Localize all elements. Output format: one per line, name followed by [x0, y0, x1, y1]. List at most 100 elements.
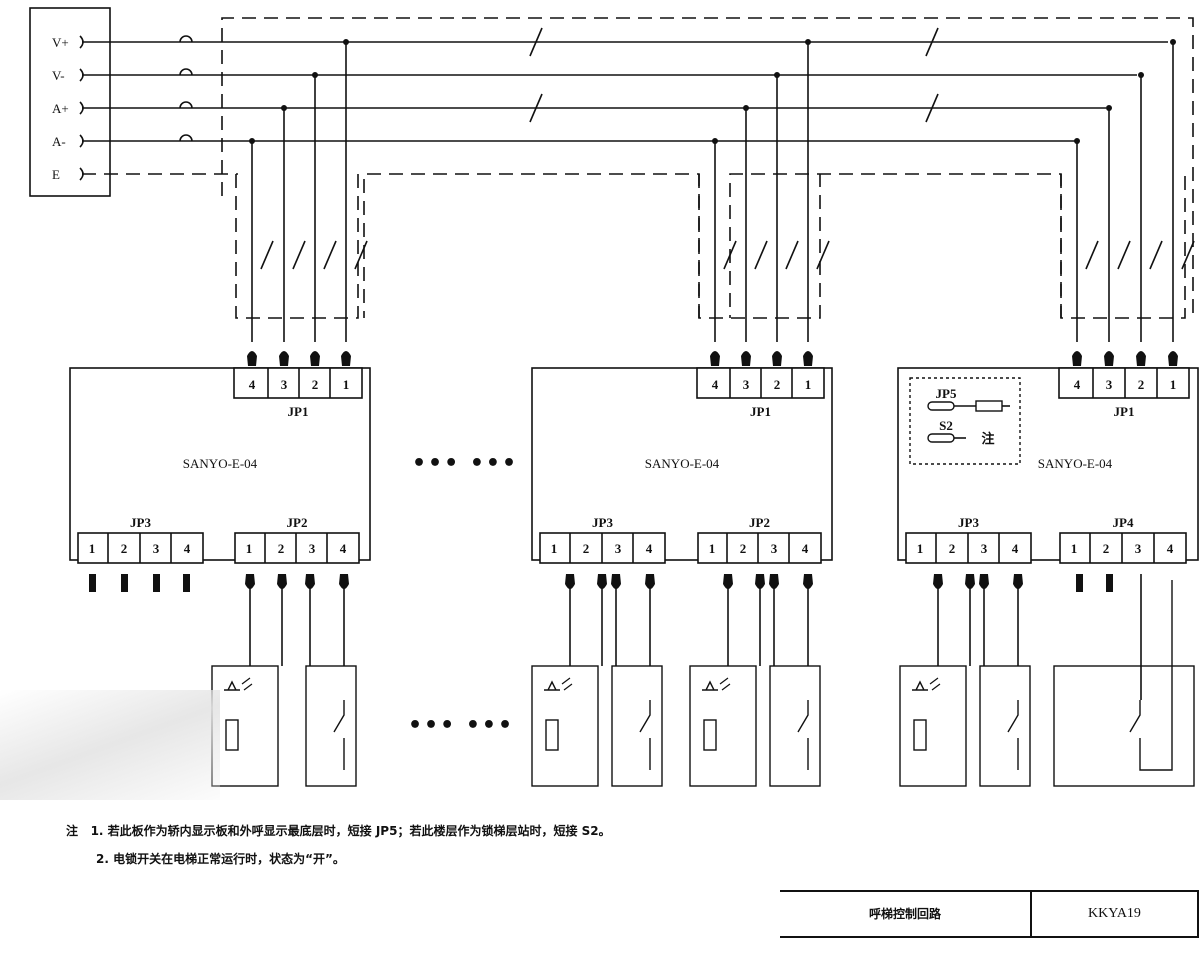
jp1-label: JP1 — [1114, 404, 1135, 419]
terminal-box — [29, 7, 111, 197]
left-pin-3: 3 — [981, 541, 988, 556]
plug-icon — [769, 574, 779, 589]
right-connector-label: JP2 — [749, 515, 770, 530]
terminal-label-1: V- — [52, 68, 65, 83]
junction-dot — [805, 39, 811, 45]
plug-icon — [979, 574, 989, 589]
right-pin-4: 4 — [340, 541, 347, 556]
cable-break-mark — [323, 240, 337, 270]
crossover-hop — [179, 134, 193, 142]
inset-frame — [909, 377, 1021, 465]
jp1-pin-1: 1 — [805, 377, 812, 392]
right-connector-label: JP2 — [287, 515, 308, 530]
plug-icon — [597, 574, 607, 589]
junction-dot — [312, 72, 318, 78]
led-icon — [544, 680, 560, 691]
plug-icon — [565, 574, 575, 589]
shield-box — [235, 174, 359, 319]
right-pin-1: 1 — [1071, 541, 1078, 556]
io-circuit-2 — [531, 574, 663, 787]
resistor-icon — [225, 719, 239, 751]
resistor-icon — [545, 719, 559, 751]
inset-note-mark: 注 — [981, 431, 994, 446]
bus-lines — [82, 17, 1194, 318]
left-connector-label: JP3 — [958, 515, 979, 530]
plug-icon — [339, 574, 349, 589]
jp1-pin-4: 4 — [712, 377, 719, 392]
terminal-block: V+V-A+A-E — [29, 7, 111, 197]
right-connector — [697, 532, 822, 564]
title-block: 呼梯控制回路 KKYA19 — [780, 890, 1199, 938]
pin-icon — [183, 574, 190, 592]
pin-icon — [89, 574, 96, 592]
plug-icon — [1013, 574, 1023, 589]
title-block-name: 呼梯控制回路 — [780, 892, 1032, 936]
s2-label: S2 — [939, 418, 953, 433]
left-pin-1: 1 — [917, 541, 924, 556]
plug-icon — [710, 351, 720, 366]
plug-icon — [645, 574, 655, 589]
left-pin-2: 2 — [583, 541, 590, 556]
right-pin-2: 2 — [278, 541, 285, 556]
jp1-pin-4: 4 — [1074, 377, 1081, 392]
notes-lead: 注 — [66, 824, 79, 838]
plug-icon — [611, 574, 621, 589]
jp5-jumper — [927, 401, 955, 411]
io-circuits — [89, 574, 1195, 787]
light-rays-icon — [561, 677, 573, 691]
resistor-icon — [913, 719, 927, 751]
board-outline — [531, 367, 833, 561]
right-connector — [234, 532, 360, 564]
shield-return — [363, 173, 700, 318]
io-circuit-1 — [211, 574, 357, 787]
cable-break-mark — [1149, 240, 1163, 270]
shield-outer — [221, 17, 1194, 318]
cable-break-mark — [260, 240, 274, 270]
shield-return — [729, 173, 1062, 318]
right-pin-2: 2 — [1103, 541, 1110, 556]
plug-icon — [247, 351, 257, 366]
junction-dot — [281, 105, 287, 111]
right-pin-2: 2 — [740, 541, 747, 556]
io-circuit-lock — [1053, 574, 1195, 787]
jp1-pin-2: 2 — [312, 377, 319, 392]
cable-break-mark — [529, 27, 543, 57]
plug-icon — [1072, 351, 1082, 366]
io-box-lock — [1053, 665, 1195, 787]
jp1-pin-2: 2 — [1138, 377, 1145, 392]
io-circuit-4 — [899, 574, 1031, 787]
right-connector-label: JP4 — [1113, 515, 1134, 530]
jp1-pin-3: 3 — [1106, 377, 1113, 392]
cable-break-mark — [925, 27, 939, 57]
plug-icon — [277, 574, 287, 589]
shield-box — [698, 174, 821, 319]
left-pin-4: 4 — [646, 541, 653, 556]
io-box-switch — [611, 665, 663, 787]
right-pin-4: 4 — [1167, 541, 1174, 556]
io-box-led — [899, 665, 967, 787]
left-pin-2: 2 — [949, 541, 956, 556]
pin-icon — [153, 574, 160, 592]
cable-break-mark — [925, 93, 939, 123]
board-name: SANYO-E-04 — [183, 456, 258, 471]
left-pin-3: 3 — [615, 541, 622, 556]
push-button-icon — [1007, 700, 1019, 770]
ellipsis-upper: ••• ••• — [412, 451, 518, 476]
light-rays-icon — [719, 677, 731, 691]
cable-break-mark — [1085, 240, 1099, 270]
terminal-label-2: A+ — [52, 101, 69, 116]
right-pin-3: 3 — [1135, 541, 1142, 556]
left-pin-4: 4 — [184, 541, 191, 556]
pin-icon — [1076, 574, 1083, 592]
pin-icon — [121, 574, 128, 592]
led-icon — [702, 680, 718, 691]
plug-icon — [310, 351, 320, 366]
crossover-hop — [179, 101, 193, 109]
left-connector-label: JP3 — [130, 515, 151, 530]
left-pin-1: 1 — [89, 541, 96, 556]
plug-icon — [1136, 351, 1146, 366]
plug-icon — [279, 351, 289, 366]
plug-icon — [1104, 351, 1114, 366]
